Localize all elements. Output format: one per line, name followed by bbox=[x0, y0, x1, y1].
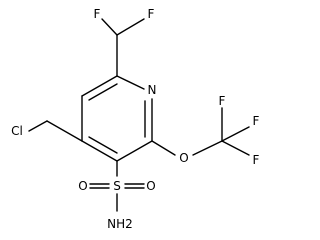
bond-c2-o bbox=[151, 140, 176, 156]
bond-c2-c3 bbox=[116, 140, 153, 162]
bond-o-cf3 bbox=[192, 140, 223, 156]
bond-cf3-f-right bbox=[221, 126, 250, 142]
bond-ch2-cl bbox=[28, 120, 48, 132]
atom-f-cf3-right: F bbox=[253, 114, 260, 128]
bond-cf3-f-bottom bbox=[221, 140, 250, 156]
bond-c5-c6-inner bbox=[88, 83, 118, 101]
atom-n-ring: N bbox=[148, 83, 157, 97]
atom-s-sulfonyl: S bbox=[113, 179, 121, 193]
chemical-structure-diagram: F F N O F F F Cl S O O NH2 bbox=[11, 7, 259, 231]
bond-c3-c4-outer bbox=[81, 140, 118, 162]
bond-layer bbox=[28, 18, 250, 212]
bond-c6-n1 bbox=[116, 75, 145, 90]
atom-f-cf3-top: F bbox=[219, 94, 226, 108]
bond-c5-c6-outer bbox=[81, 75, 118, 97]
atom-label-layer: F F N O F F F Cl S O O NH2 bbox=[11, 7, 259, 231]
atom-f-cf3-bottom: F bbox=[253, 153, 260, 167]
atom-f-right: F bbox=[148, 7, 155, 21]
bond-c3-c4-inner bbox=[88, 136, 118, 154]
bond-chf2-f-right bbox=[116, 18, 145, 36]
atom-o-sulfonyl-left: O bbox=[78, 179, 87, 193]
bond-c4-ch2 bbox=[46, 120, 83, 142]
atom-o-sulfonyl-right: O bbox=[146, 179, 155, 193]
atom-o-ether: O bbox=[179, 151, 188, 165]
atom-f-left: F bbox=[94, 7, 101, 21]
atom-nh2: NH2 bbox=[107, 217, 133, 231]
atom-cl: Cl bbox=[11, 124, 23, 138]
bond-chf2-f-left bbox=[101, 18, 118, 36]
